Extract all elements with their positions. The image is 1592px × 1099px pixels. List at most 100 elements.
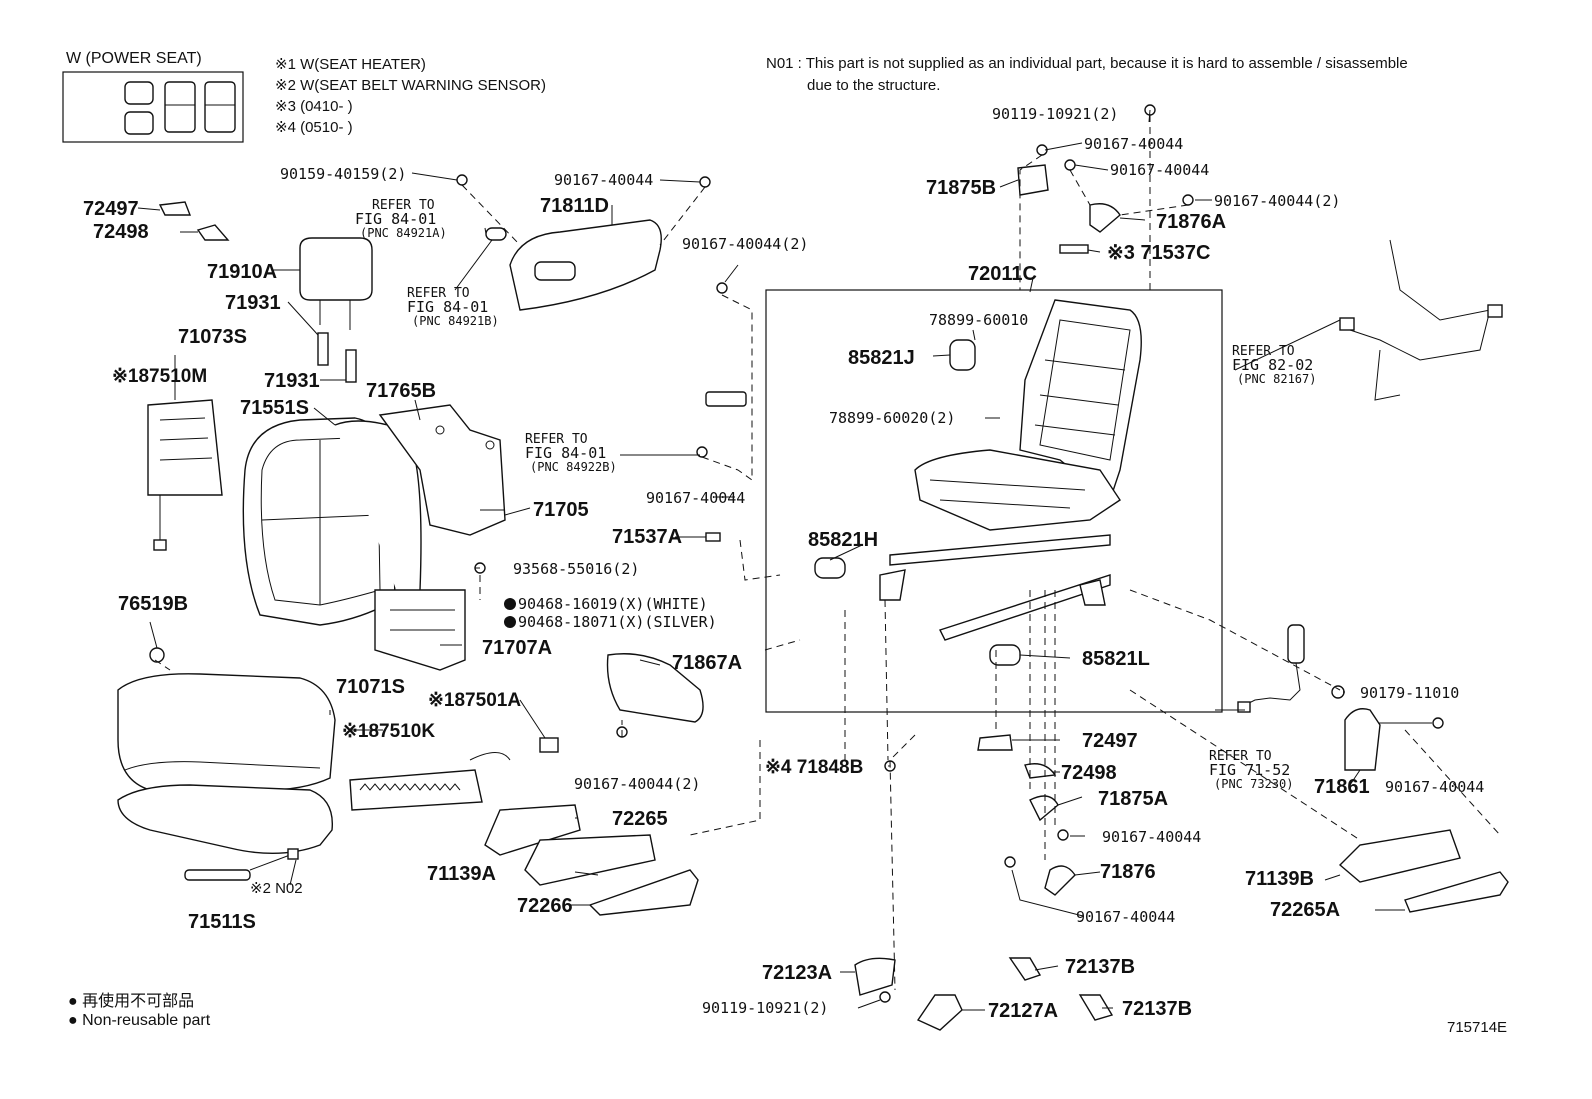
label-71537C: ※3 71537C [1107,242,1211,264]
label-85821J: 85821J [848,347,915,369]
label-72127A: 72127A [988,1000,1058,1022]
power-seat-title: W (POWER SEAT) [66,50,202,67]
label-71071S: 71071S [336,676,405,698]
refer5-line2: FIG 71-52 [1209,761,1290,779]
label-87501A: ※187501A [428,690,521,711]
label-78899-60020: 78899-60020(2) [829,409,955,427]
refer2-line3: (PNC 84921B) [412,314,499,328]
label-90179: 90179-11010 [1360,684,1459,702]
label-71705: 71705 [533,499,589,521]
label-93568: 93568-55016(2) [513,560,639,578]
seat-frame-shape [914,299,1142,531]
refer1-line2: FIG 84-01 [355,210,436,228]
belt-warning-sensor-shape [184,848,299,881]
label-71073S: 71073S [178,326,247,348]
label-87510K: ※187510K [342,721,435,742]
label-71707A: 71707A [482,637,552,659]
label-90159: 90159-40159(2) [280,165,406,183]
seatback-cover-shape [242,417,422,626]
non-reusable-markers [504,598,516,628]
label-72498-upper: 72498 [93,221,149,243]
label-72497-lower: 72497 [1082,730,1138,752]
label-71139B: 71139B [1245,868,1314,890]
seat-cushion-cover-shape [117,647,336,854]
note-2: ※2 W(SEAT BELT WARNING SENSOR) [275,77,546,94]
label-71537A: 71537A [612,526,682,548]
label-72137B-bottom: 72137B [1122,998,1192,1020]
label-72011C: 72011C [968,263,1037,285]
label-71876: 71876 [1100,861,1156,883]
side-trim-shape [606,653,704,723]
refer1-line3: (PNC 84921A) [360,226,447,240]
label-72498-lower: 72498 [1061,762,1117,784]
refer2-line1: REFER TO [407,286,470,301]
label-71765B: 71765B [366,380,436,402]
label-N02: ※2 N02 [250,880,303,897]
label-71511S: 71511S [188,911,256,933]
label-71875A: 71875A [1098,788,1168,810]
label-90468-silver: 90468-18071(X)(SILVER) [518,613,717,631]
label-72123A: 72123A [762,962,832,984]
label-90167-top: 90167-40044 [554,171,653,189]
label-76519B: 76519B [118,593,188,615]
refer3-line2: FIG 84-01 [525,444,606,462]
seat-frame-box [765,289,1223,713]
n01-note-line1: N01 : This part is not supplied as an in… [766,55,1408,72]
label-90167-mid: 90167-40044 [646,489,745,507]
label-71910A: 71910A [207,261,277,283]
wire-harness-shape [1339,239,1503,401]
seat-belt-buckle-shape [1237,624,1381,771]
seat-side-switch-shield-shape [485,219,662,311]
label-90167-c: 90167-40044 [1084,135,1183,153]
label-71876A: 71876A [1156,211,1226,233]
motor-shapes [814,339,1021,666]
label-90167-f: 90167-40044 [1076,908,1175,926]
headrest-shape [299,237,373,330]
label-71811D: 71811D [540,195,609,217]
power-seat-switch-icon [62,71,244,143]
part-labels: 72497 72498 71910A 71931 71931 71073S ※1… [83,105,1484,1022]
legend-line-en: ● Non-reusable part [68,1012,211,1029]
legend-line-jp: ● 再使用不可部品 [68,993,195,1010]
refer2-line2: FIG 84-01 [407,298,488,316]
label-71551S: 71551S [240,397,309,419]
slide-rail-shape [879,534,1111,641]
label-72497-upper: 72497 [83,198,139,220]
label-85821H: 85821H [808,529,878,551]
note-4: ※4 (0510- ) [275,119,353,136]
seatback-heater-mat-shape [147,355,223,551]
label-90468-white: 90468-16019(X)(WHITE) [518,595,708,613]
label-71867A: 71867A [672,652,742,674]
label-78899-60010: 78899-60010 [929,311,1028,329]
refer4-line2: FIG 82-02 [1232,356,1313,374]
label-71861: 71861 [1314,776,1370,798]
label-71931-bottom: 71931 [264,370,320,392]
label-90119-bottom: 90119-10921(2) [702,999,828,1017]
n01-note-line2: due to the structure. [807,77,941,94]
headrest-guide-shapes [317,332,357,383]
label-71931-top: 71931 [225,292,281,314]
refer4-line1: REFER TO [1232,344,1295,359]
refer3-line3: (PNC 84922B) [530,460,617,474]
cushion-heater-mat-shape [349,737,559,811]
label-71139A: 71139A [427,863,496,885]
label-90167-x2-c: 90167-40044(2) [1214,192,1340,210]
refer5-line3: (PNC 73230) [1214,777,1293,791]
refer5-line1: REFER TO [1209,749,1272,764]
dashed-assembly-lines [154,115,1501,991]
label-72265: 72265 [612,808,668,830]
figure-code: 715714E [1447,1019,1508,1036]
refer4-line3: (PNC 82167) [1237,372,1316,386]
note-3: ※3 (0410- ) [275,98,353,115]
refer1-line1: REFER TO [372,198,435,213]
refer3-line1: REFER TO [525,432,588,447]
label-71848B: ※4 71848B [765,757,863,778]
label-90167-x2-b: 90167-40044(2) [574,775,700,793]
label-90119-top: 90119-10921(2) [992,105,1118,123]
label-90167-x2-a: 90167-40044(2) [682,235,808,253]
label-90167-e: 90167-40044 [1102,828,1201,846]
seatback-pad-shape [374,404,506,671]
label-71875B: 71875B [926,177,996,199]
